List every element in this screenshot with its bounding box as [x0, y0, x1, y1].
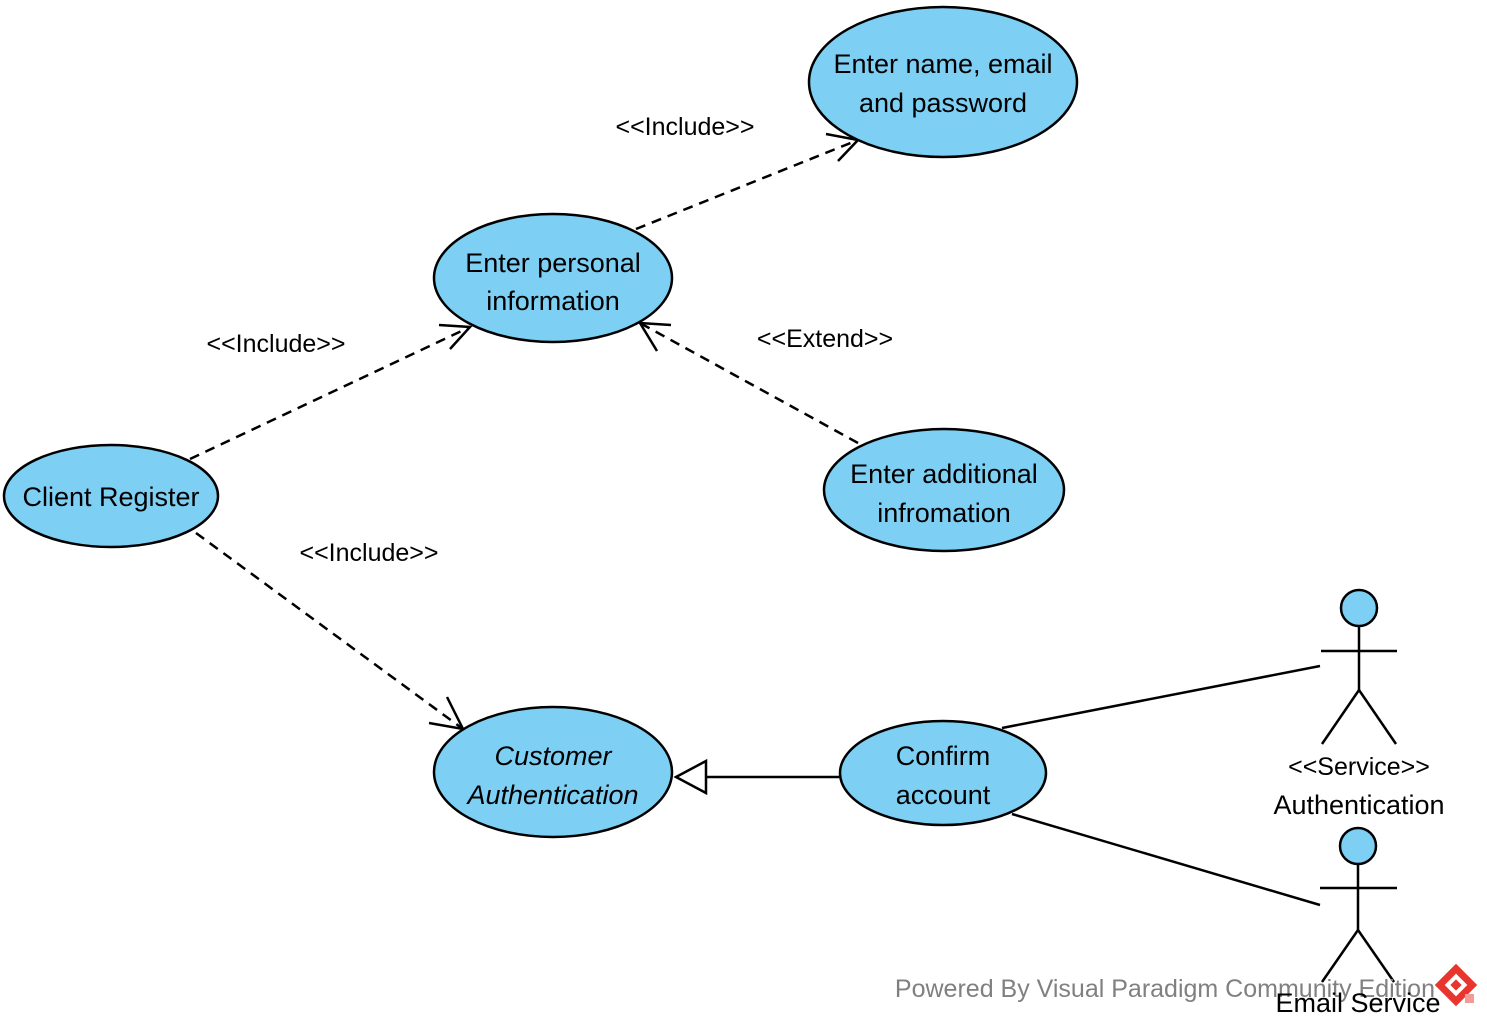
- use-case-label: Customer: [494, 741, 612, 771]
- use-case-label: account: [896, 780, 991, 810]
- use-case-label: Enter personal: [465, 248, 641, 278]
- use-case-label: Authentication: [465, 780, 638, 810]
- actor-name: Authentication: [1273, 790, 1444, 820]
- use-case-confirm-account[interactable]: Confirm account: [838, 719, 1048, 827]
- use-case-customer-authentication[interactable]: Customer Authentication: [432, 705, 674, 839]
- use-case-label: infromation: [877, 498, 1011, 528]
- include-label-left: <<Include>>: [206, 330, 345, 358]
- actor-authentication-service[interactable]: <<Service>> Authentication: [1273, 588, 1445, 820]
- actor-name-email-service: Email Service: [1275, 988, 1440, 1018]
- use-case-label: Enter additional: [850, 459, 1038, 489]
- use-case-enter-name-email-password[interactable]: Enter name, email and password: [807, 5, 1079, 159]
- actor-stereotype: <<Service>>: [1288, 753, 1430, 781]
- extend-label: <<Extend>>: [757, 325, 893, 353]
- association-confirm-to-authentication-actor[interactable]: [1001, 664, 1321, 730]
- actor-email-service[interactable]: [1320, 826, 1397, 983]
- actor-figure-icon: [1320, 588, 1398, 745]
- use-case-enter-additional-information[interactable]: Enter additional infromation: [822, 427, 1066, 553]
- include-label-top: <<Include>>: [615, 113, 754, 141]
- actor-figure-icon: [1320, 826, 1397, 983]
- use-case-client-register[interactable]: Client Register: [2, 443, 220, 549]
- association-confirm-to-email-actor[interactable]: [1011, 812, 1321, 907]
- include-label-bottom: <<Include>>: [299, 539, 438, 567]
- include-relation-register-to-personal[interactable]: [189, 323, 473, 461]
- use-case-enter-personal-information[interactable]: Enter personal information: [432, 212, 674, 344]
- visual-paradigm-logo-icon: [1434, 963, 1478, 1007]
- generalization-confirm-to-auth[interactable]: [673, 758, 840, 796]
- use-case-label: Enter name, email: [833, 49, 1052, 79]
- use-case-label: information: [486, 286, 620, 316]
- use-case-label: Client Register: [22, 482, 199, 512]
- use-case-label: Confirm: [896, 741, 991, 771]
- use-case-label: and password: [859, 88, 1027, 118]
- include-relation-personal-to-name-email[interactable]: [635, 132, 861, 231]
- watermark-text: Powered By Visual Paradigm Community Edi…: [895, 975, 1435, 1003]
